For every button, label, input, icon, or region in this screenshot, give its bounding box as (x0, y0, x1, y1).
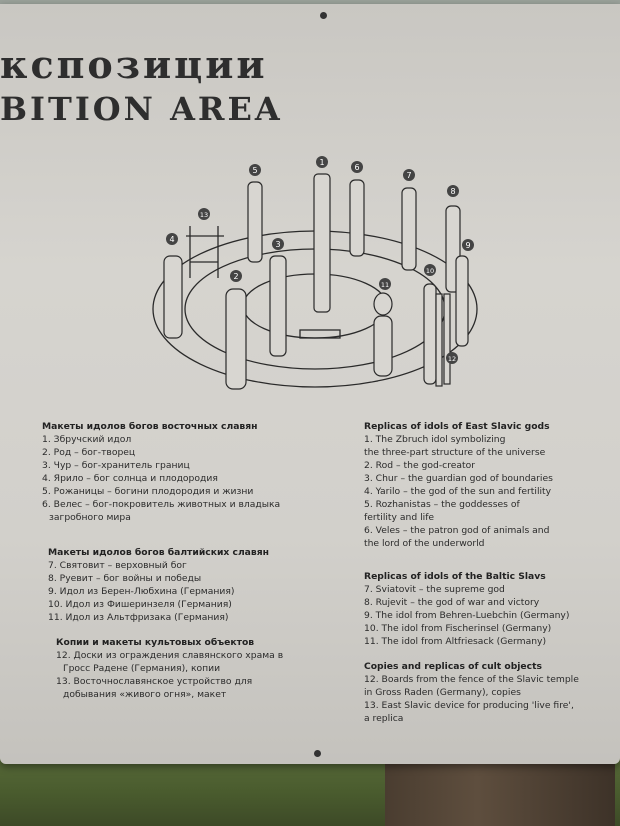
list-item: 7. Sviatovit – the supreme god (364, 584, 505, 595)
list-item: 13. East Slavic device for producing 'li… (364, 700, 574, 711)
idol-11-head (373, 292, 393, 316)
marker-12: 12 (446, 352, 458, 364)
idol-7 (401, 187, 417, 271)
idol-5 (247, 181, 263, 263)
svg-text:7: 7 (406, 171, 411, 180)
svg-text:12: 12 (448, 355, 456, 363)
svg-text:9: 9 (465, 241, 470, 250)
idol-1 (313, 173, 331, 313)
list-item: 2. Rod – the god-creator (364, 460, 476, 471)
idol-2 (225, 288, 247, 390)
ru-heading-cult: Копии и макеты культовых объектов (56, 637, 255, 648)
marker-10: 10 (424, 264, 436, 276)
altar-stone (299, 329, 341, 339)
list-item: the three-part structure of the universe (364, 447, 546, 458)
svg-text:8: 8 (450, 187, 455, 196)
list-item: 13. Восточнославянское устройство для (56, 676, 253, 687)
list-item: 1. The Zbruch idol symbolizing (364, 434, 506, 445)
list-item: 8. Rujevit – the god of war and victory (364, 597, 540, 608)
list-item: 10. The idol from Fischerinsel (Germany) (364, 623, 552, 634)
list-item: 6. Велес – бог-покровитель животных и вл… (42, 499, 281, 510)
screw-top (320, 12, 327, 19)
en-heading-cult: Copies and replicas of cult objects (364, 661, 542, 672)
svg-text:5: 5 (252, 166, 257, 175)
en-heading-baltic: Replicas of idols of the Baltic Slavs (364, 571, 546, 582)
list-item: a replica (364, 713, 404, 724)
svg-text:3: 3 (275, 240, 280, 249)
list-item: 2. Род – бог-творец (42, 447, 136, 458)
list-item: 10. Идол из Фишеринзеля (Германия) (48, 599, 232, 610)
list-item: Гросс Радене (Германия), копии (63, 663, 221, 674)
list-item: загробного мира (49, 512, 131, 523)
list-item: 4. Yarilo – the god of the sun and ferti… (364, 486, 552, 497)
title-russian: кспозиции (0, 42, 268, 87)
marker-13: 13 (198, 208, 210, 220)
title-english: BITION AREA (0, 90, 283, 128)
board-12a (435, 293, 443, 387)
en-heading-east: Replicas of idols of East Slavic gods (364, 421, 550, 432)
ru-heading-baltic: Макеты идолов богов балтийских славян (48, 547, 269, 558)
idol-11-body (373, 315, 393, 377)
svg-text:2: 2 (233, 272, 238, 281)
marker-7: 7 (403, 169, 415, 181)
idol-10 (423, 283, 437, 385)
list-item: fertility and life (364, 512, 435, 523)
marker-8: 8 (447, 185, 459, 197)
fire-device-13 (186, 226, 224, 278)
idol-circle-diagram: 1 2 3 4 5 6 7 8 9 10 11 12 13 (152, 156, 478, 390)
marker-4: 4 (166, 233, 178, 245)
svg-text:4: 4 (169, 235, 174, 244)
list-item: 12. Boards from the fence of the Slavic … (364, 674, 579, 685)
marker-6: 6 (351, 161, 363, 173)
list-item: 11. Идол из Альтфризака (Германия) (48, 612, 229, 623)
svg-text:10: 10 (426, 267, 434, 275)
en-section-east-slavic: Replicas of idols of East Slavic gods 1.… (364, 420, 553, 550)
list-item: 6. Veles – the patron god of animals and (364, 525, 550, 536)
idol-6 (349, 179, 365, 257)
list-item: добывания «живого огня», макет (63, 689, 227, 700)
list-item: 12. Доски из ограждения славянского храм… (56, 650, 284, 661)
list-item: 1. Збручский идол (42, 434, 132, 445)
info-sign-board: кспозиции BITION AREA (0, 4, 620, 764)
marker-1: 1 (316, 156, 328, 168)
ru-section-cult: Копии и макеты культовых объектов 12. До… (56, 636, 283, 701)
idol-4 (163, 255, 183, 339)
list-item: 3. Chur – the guardian god of boundaries (364, 473, 553, 484)
ru-section-baltic: Макеты идолов богов балтийских славян 7.… (48, 546, 269, 624)
idol-3 (269, 255, 287, 357)
list-item: the lord of the underworld (364, 538, 485, 549)
marker-2: 2 (230, 270, 242, 282)
svg-text:11: 11 (381, 281, 389, 289)
board-12b (443, 293, 451, 385)
marker-3: 3 (272, 238, 284, 250)
marker-11: 11 (379, 278, 391, 290)
list-item: 11. The idol from Altfriesack (Germany) (364, 636, 547, 647)
list-item: 5. Рожаницы – богини плодородия и жизни (42, 486, 254, 497)
en-section-baltic: Replicas of idols of the Baltic Slavs 7.… (364, 570, 569, 648)
marker-9: 9 (462, 239, 474, 251)
ru-section-east-slavic: Макеты идолов богов восточных славян 1. … (42, 420, 280, 524)
list-item: 5. Rozhanistas – the goddesses of (364, 499, 520, 510)
svg-text:6: 6 (354, 163, 359, 172)
list-item: in Gross Raden (Germany), copies (364, 687, 521, 698)
screw-bottom (314, 750, 321, 757)
en-section-cult: Copies and replicas of cult objects 12. … (364, 660, 579, 725)
idol-9 (455, 255, 469, 347)
list-item: 3. Чур – бог-хранитель границ (42, 460, 190, 471)
list-item: 8. Руевит – бог войны и победы (48, 573, 202, 584)
svg-text:1: 1 (319, 158, 324, 167)
list-item: 4. Ярило – бог солнца и плодородия (42, 473, 218, 484)
svg-text:13: 13 (200, 211, 208, 219)
list-item: 9. Идол из Берен-Любхина (Германия) (48, 586, 235, 597)
list-item: 7. Святовит – верховный бог (48, 560, 187, 571)
ru-heading-east: Макеты идолов богов восточных славян (42, 421, 258, 432)
list-item: 9. The idol from Behren-Luebchin (German… (364, 610, 570, 621)
marker-5: 5 (249, 164, 261, 176)
